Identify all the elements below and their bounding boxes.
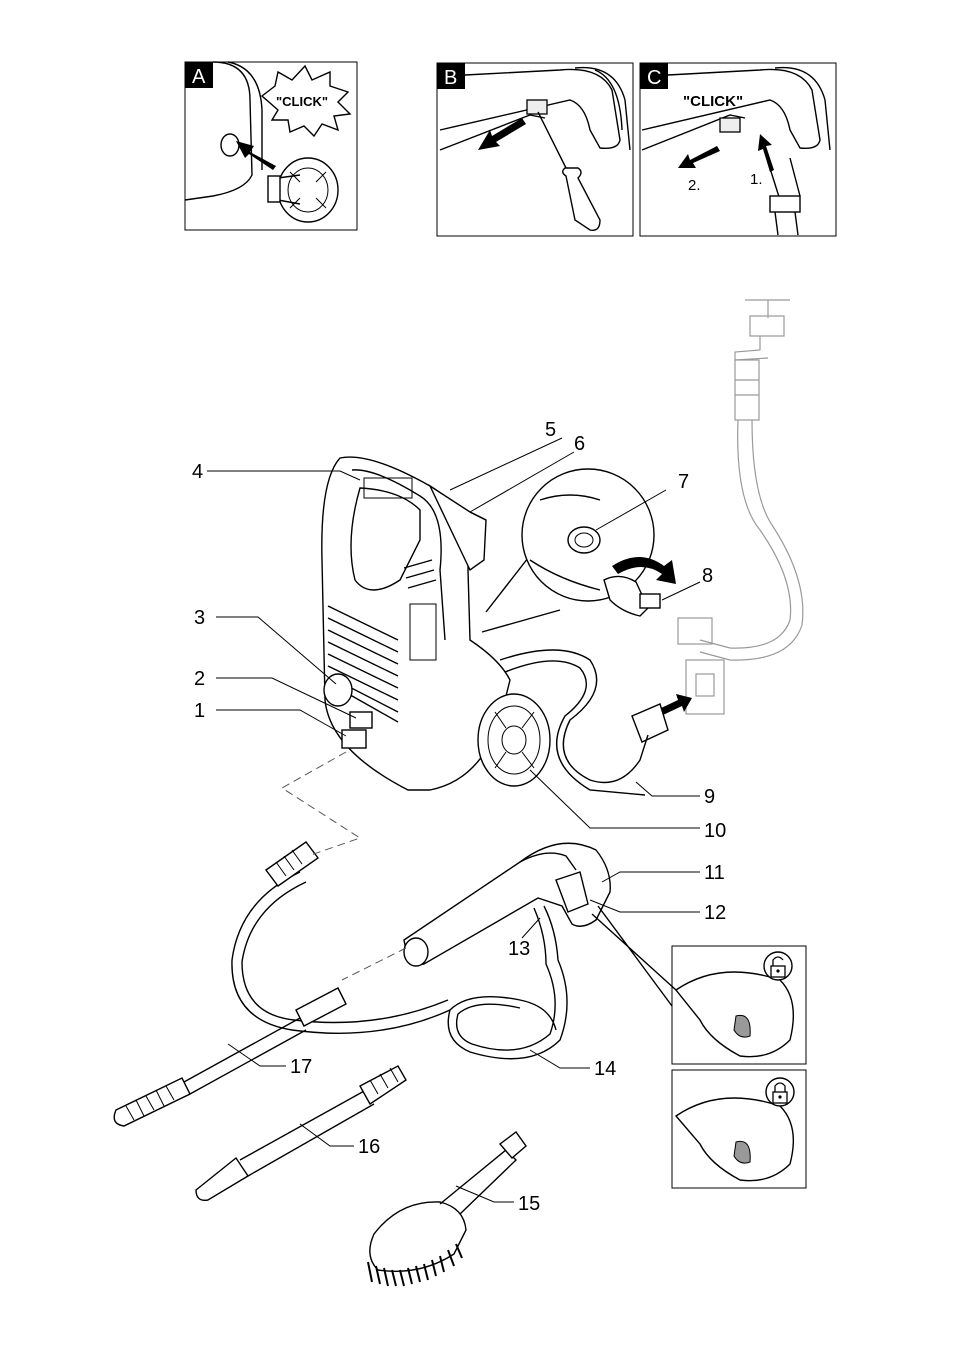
callout-17: 17: [290, 1056, 312, 1078]
step-1-label: 1.: [750, 171, 763, 188]
wheel: [478, 694, 550, 786]
dirt-blaster-lance: [196, 1066, 406, 1200]
panel-c: C "CLICK" 2. 1.: [640, 63, 836, 236]
panel-b-letter: B: [444, 67, 457, 89]
connect-line-1: [282, 752, 360, 856]
callout-1: 1: [194, 700, 205, 722]
callout-2: 2: [194, 668, 205, 690]
step-1-arrow: [758, 134, 774, 172]
callout-14: 14: [594, 1058, 616, 1080]
callout-16: 16: [358, 1136, 380, 1158]
wash-brush: [368, 1132, 526, 1286]
callout-9: 9: [704, 786, 715, 808]
callout-6: 6: [574, 433, 585, 455]
callout-8: 8: [702, 565, 713, 587]
panel-a: A "CLICK": [185, 62, 357, 230]
step-2-label: 2.: [688, 177, 701, 194]
lock-inset-locked: [672, 1070, 806, 1188]
hose-fitting: [266, 842, 318, 886]
callout-4: 4: [192, 461, 203, 483]
panel-c-letter: C: [647, 67, 661, 89]
water-tap: [678, 300, 803, 660]
panel-a-letter: A: [192, 66, 206, 88]
inset-pointer: [592, 906, 676, 1006]
panel-a-click: "CLICK": [276, 94, 328, 109]
callout-12: 12: [704, 902, 726, 924]
callout-10: 10: [704, 820, 726, 842]
wall-socket: [686, 660, 724, 714]
callout-11: 11: [704, 862, 725, 884]
callout-5: 5: [545, 419, 556, 441]
step-2-arrow: [678, 146, 720, 168]
callout-13: 13: [508, 938, 530, 960]
panel-c-click: "CLICK": [683, 93, 743, 110]
callout-7: 7: [678, 471, 689, 493]
connect-line-2: [342, 948, 406, 980]
callout-15: 15: [518, 1193, 540, 1215]
lock-inset-unlocked: [672, 946, 806, 1064]
panel-b: B: [437, 63, 633, 236]
inlet-detail: [482, 469, 676, 632]
callout-3: 3: [194, 607, 205, 629]
